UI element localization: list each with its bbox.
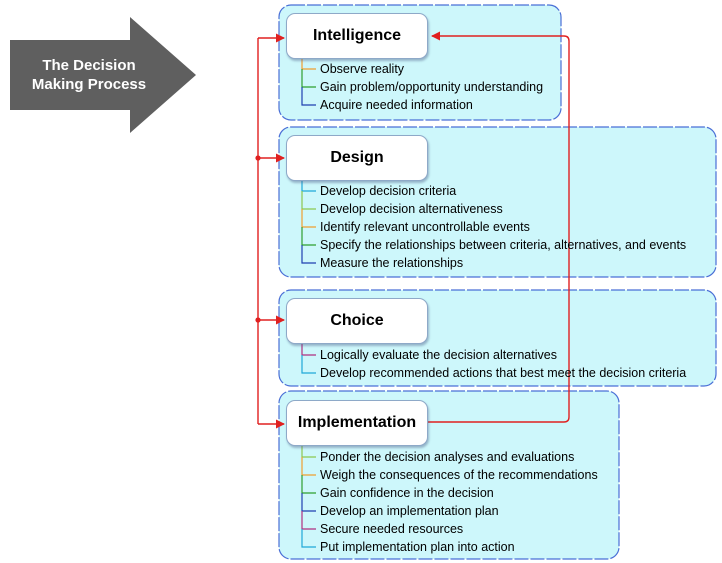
process-arrow: [10, 17, 196, 133]
tree-lines: [301, 57, 316, 548]
arrow-label-line1: The Decision: [42, 57, 136, 74]
list-item: Gain confidence in the decision: [320, 486, 494, 500]
tree-branch: [301, 355, 316, 374]
feedback-loop: [428, 31, 570, 423]
list-item: Ponder the decision analyses and evaluat…: [320, 450, 575, 464]
list-item: Develop recommended actions that best me…: [320, 366, 687, 380]
list-item: Develop decision alternativeness: [320, 202, 503, 216]
arrow-label: The Decision Making Process: [14, 56, 164, 94]
list-item: Specify the relationships between criter…: [320, 238, 687, 252]
list-item: Put implementation plan into action: [320, 540, 515, 554]
arrow-label-line2: Making Process: [31, 76, 147, 93]
list-item: Measure the relationships: [320, 256, 464, 270]
stage-title-design: Design: [286, 135, 428, 181]
tree-branch: [301, 245, 316, 264]
list-item: Acquire needed information: [320, 98, 473, 112]
stage-title-intelligence: Intelligence: [286, 13, 428, 59]
stage-title-implementation: Implementation: [286, 400, 428, 446]
left-connectors: [257, 33, 285, 429]
list-item: Weigh the consequences of the recommenda…: [320, 468, 598, 482]
list-item: Secure needed resources: [320, 522, 464, 536]
stage-title-choice: Choice: [286, 298, 428, 344]
list-item: Logically evaluate the decision alternat…: [320, 348, 557, 362]
list-item: Gain problem/opportunity understanding: [320, 80, 544, 94]
tree-branch: [301, 529, 316, 548]
list-item: Develop an implementation plan: [320, 504, 499, 518]
list-item: Observe reality: [320, 62, 405, 76]
tree-branch: [301, 87, 316, 106]
list-item: Develop decision criteria: [320, 184, 457, 198]
list-item: Identify relevant uncontrollable events: [320, 220, 530, 234]
junction-dots: [255, 155, 261, 323]
